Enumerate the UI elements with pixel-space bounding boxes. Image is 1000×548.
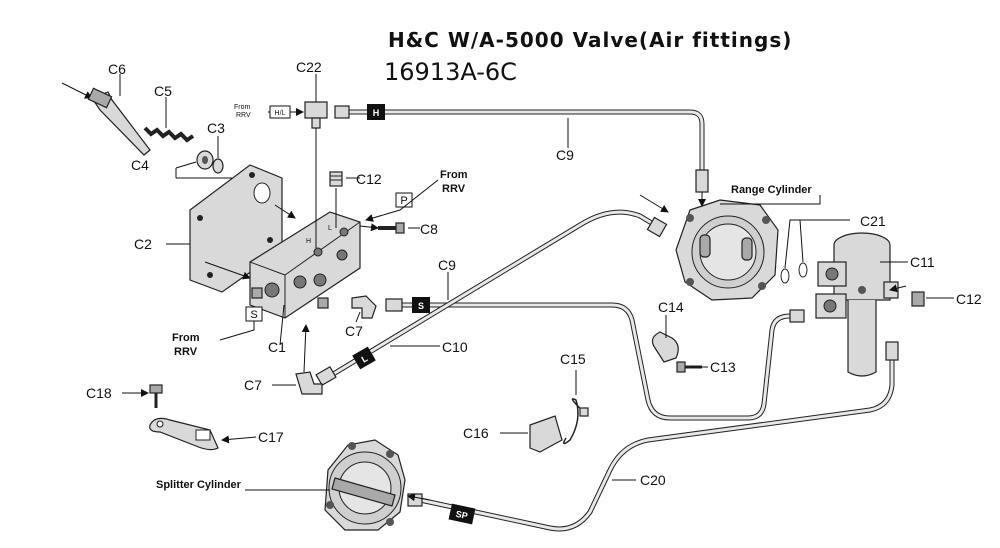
c7-elbow-upper xyxy=(351,295,377,319)
c3-part xyxy=(196,150,224,174)
callout-c15: C15 xyxy=(560,351,586,367)
callout-c22: C22 xyxy=(296,59,322,75)
c4-leader-a xyxy=(175,161,197,169)
splitter-cylinder-label: Splitter Cylinder xyxy=(156,479,242,491)
svg-text:S: S xyxy=(418,301,424,311)
c21-leader-a xyxy=(784,219,850,269)
c1-leader xyxy=(279,304,285,346)
c18-bolt xyxy=(149,384,163,408)
h-port-label: H xyxy=(306,238,311,245)
splitter-cylinder xyxy=(324,439,406,531)
callout-c1: C1 xyxy=(268,339,286,355)
svg-text:SP: SP xyxy=(455,509,469,521)
callout-c20: C20 xyxy=(640,472,666,488)
c7-lower-arrow xyxy=(301,324,310,373)
sp-hose-end-fitting xyxy=(407,493,423,507)
callout-c21: C21 xyxy=(860,213,886,229)
callout-c7-lower: C7 xyxy=(244,377,262,393)
h-hose-end-fitting xyxy=(334,105,350,119)
c6-part xyxy=(61,82,151,156)
c14-clip xyxy=(651,331,679,363)
part-number: 16913A-6C xyxy=(384,58,517,86)
svg-text:H/L: H/L xyxy=(275,110,286,117)
callout-c7-upper: C7 xyxy=(345,323,363,339)
callout-c11: C11 xyxy=(910,254,935,270)
from-rrv-top-2: RRV xyxy=(236,112,251,119)
s-hose-tag: S xyxy=(412,297,430,313)
svg-text:P: P xyxy=(400,195,407,207)
sp-hose xyxy=(407,341,899,532)
c2-arrow xyxy=(204,261,251,280)
c11-valve xyxy=(815,232,899,377)
c17-bracket xyxy=(149,417,219,451)
c21-seals xyxy=(780,262,808,284)
callout-c12-upper: C12 xyxy=(356,171,382,187)
range-cylinder xyxy=(675,199,779,301)
c11-arrow xyxy=(889,284,907,293)
p-arrow xyxy=(365,179,439,222)
callout-c18: C18 xyxy=(86,385,112,401)
s-hose xyxy=(385,298,805,421)
l-hose-end-fitting xyxy=(315,365,337,387)
callout-c16: C16 xyxy=(463,425,489,441)
from-rrv-right-1: From xyxy=(440,169,468,181)
p-tag: P xyxy=(395,192,413,208)
s-hose-fitting xyxy=(789,309,805,323)
c12-cap-upper xyxy=(329,171,343,187)
c7-upper-leader xyxy=(355,311,361,323)
range-cylinder-label: Range Cylinder xyxy=(731,184,812,196)
c12-nut-right xyxy=(911,291,925,307)
l-hose-fitting xyxy=(646,216,668,238)
callout-c2: C2 xyxy=(134,236,152,252)
c21-leader-b xyxy=(799,219,804,263)
callout-c4: C4 xyxy=(131,157,149,173)
callout-c3: C3 xyxy=(207,120,225,136)
splitter-arrow xyxy=(407,493,431,502)
diagram-title: H&C W/A-5000 Valve(Air fittings) xyxy=(388,28,793,52)
from-rrv-left-2: RRV xyxy=(174,346,198,358)
h-hose-tag: H xyxy=(367,104,385,120)
from-rrv-left-1: From xyxy=(172,332,200,344)
c15-spring-clip xyxy=(563,398,589,445)
sp-hose-tag: SP xyxy=(448,503,476,525)
sp-hose-fitting xyxy=(885,341,899,361)
l-hose xyxy=(315,209,668,387)
l-port-label: L xyxy=(328,225,332,232)
c2-arrow-2 xyxy=(274,204,296,219)
c7-elbow-lower xyxy=(295,371,323,395)
callout-c9-lower: C9 xyxy=(438,257,456,273)
from-rrv-right-2: RRV xyxy=(442,183,466,195)
callout-c6: C6 xyxy=(108,61,126,77)
c17-arrow xyxy=(221,435,257,444)
c5-part xyxy=(143,126,195,143)
l-hose-tag: L xyxy=(352,346,376,370)
h-hose xyxy=(334,105,709,193)
svg-text:L: L xyxy=(360,353,370,365)
s-hose-end-fitting xyxy=(385,298,403,312)
callout-c10: C10 xyxy=(442,339,468,355)
range-cylinder-leader xyxy=(720,195,821,205)
c8-screw xyxy=(378,222,405,234)
callout-c9-top: C9 xyxy=(556,147,574,163)
hl-tag: H/L xyxy=(269,105,291,119)
svg-text:S: S xyxy=(250,309,257,321)
c8-arrow xyxy=(359,223,379,232)
h-hose-fitting xyxy=(695,169,709,193)
range-cylinder-arrow-in xyxy=(639,194,669,213)
callout-c13: C13 xyxy=(710,359,736,375)
callout-c12-right: C12 xyxy=(956,291,982,307)
valve-body: H L xyxy=(249,211,361,319)
s-left-line xyxy=(219,321,255,341)
callout-c5: C5 xyxy=(154,83,172,99)
callout-c8: C8 xyxy=(420,221,438,237)
callout-c17: C17 xyxy=(258,429,284,445)
c16-bracket xyxy=(529,415,563,453)
from-rrv-top-1: From xyxy=(234,104,251,111)
s-tag-left: S xyxy=(245,306,263,322)
svg-text:H: H xyxy=(373,108,380,118)
callout-c14: C14 xyxy=(658,299,684,315)
